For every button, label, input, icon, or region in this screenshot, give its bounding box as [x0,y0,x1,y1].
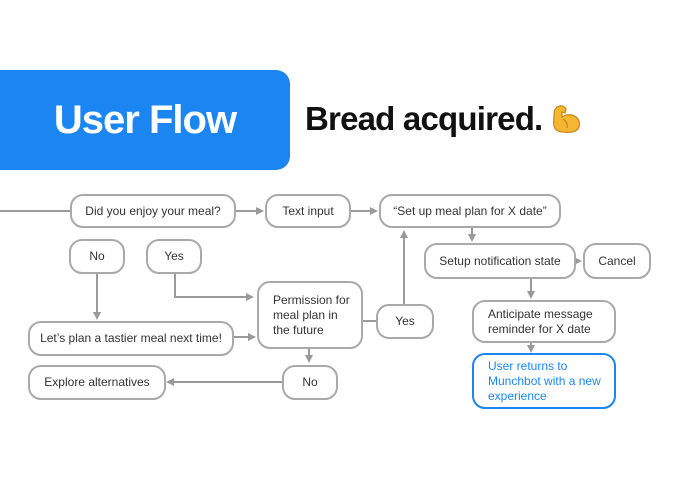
page-title: User Flow [53,97,237,142]
node-no-permission: No [282,365,338,400]
node-yes-enjoy: Yes [146,239,202,274]
node-setup-meal-plan: “Set up meal plan for X date” [379,194,561,228]
node-user-returns: User returns to Munchbot with a new expe… [472,353,616,409]
node-explore: Explore alternatives [28,365,166,400]
title-banner: User Flow [0,70,290,170]
edge-yes-to-permission [174,274,254,301]
node-setup-notification: Setup notification state [424,243,576,279]
node-cancel: Cancel [583,243,651,279]
node-anticipate: Anticipate message reminder for X date [472,300,616,343]
headline: Bread acquired. [305,100,584,138]
node-tastier-meal: Let’s plan a tastier meal next time! [28,321,234,356]
headline-text: Bread acquired. [305,100,543,137]
flexed-biceps-icon [553,105,581,133]
node-no-enjoy: No [69,239,125,274]
node-text-input: Text input [265,194,351,228]
node-permission: Permission for meal plan in the future [257,281,363,349]
node-yes-permission: Yes [376,304,434,339]
node-enjoy-meal: Did you enjoy your meal? [70,194,236,228]
